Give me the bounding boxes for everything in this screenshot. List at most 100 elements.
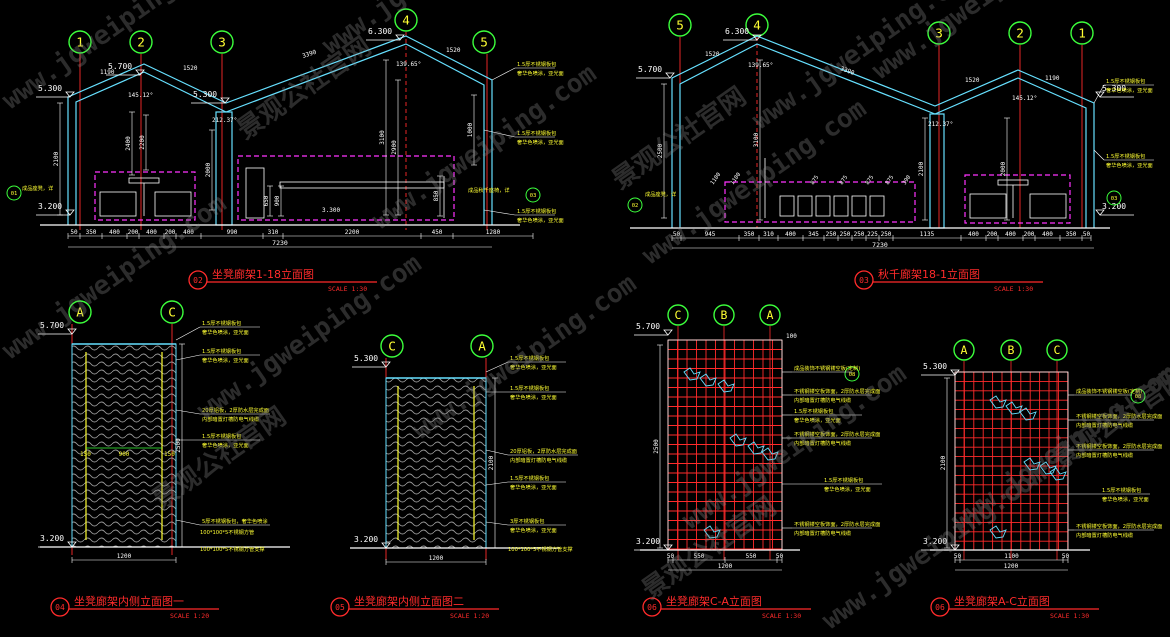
note-top-line1: 1.5厚不锈钢板包 [202, 319, 241, 327]
note-steel-line2: 奢华色喷涂，亚光面 [1102, 495, 1149, 503]
note-panel-line1: 成品装饰不锈钢镂空板(定制) [1076, 387, 1142, 395]
note-base-leader [483, 209, 516, 216]
bottom-dims-value: 50 [667, 553, 675, 560]
axis-bubble-2-circle [129, 30, 153, 54]
note-column-leader [483, 129, 516, 138]
note-aluminium-leader [485, 449, 509, 456]
note-roof-line2: 奢华色喷涂，亚光面 [517, 69, 564, 77]
note-finish-3-line1: 不锈钢镂空板饰面，2厚防水层完成面 [1076, 522, 1162, 530]
top-dim-1190: 1190 [100, 69, 115, 76]
bottom-dims-value: 345 [808, 231, 819, 238]
axis-bubble-c-circle [380, 334, 404, 358]
title-02-number-circle [188, 270, 208, 290]
elev-5300-left-value: 5.300 [38, 84, 62, 93]
title-06a-scale: SCALE 1:30 [762, 612, 801, 620]
note-cladding-line1: 1.5厚不锈钢板包 [510, 474, 549, 482]
axis-bubble-5-circle [668, 13, 692, 37]
vdim-2100-value: 2100 [488, 455, 495, 470]
angle-139: 139.65° [748, 62, 773, 69]
note-finish-3-line2: 内部暗置灯槽防电气线缆 [1076, 531, 1133, 539]
note-cladding-line2: 奢华色喷涂，亚光面 [202, 441, 249, 449]
note-tube-support: 100*100*5不锈钢方管支撑 [508, 545, 573, 553]
note-finish-2-line2: 内部暗置灯槽防电气线缆 [1076, 451, 1133, 459]
detail-bubble-02-label: 02 [632, 203, 639, 209]
swing-dim: 875 [839, 175, 850, 187]
leaf-motif [761, 447, 779, 461]
elev-3200-triangle [663, 544, 673, 551]
elev-3200-value: 3.200 [923, 537, 947, 546]
bottom-dims-value: 550 [746, 553, 757, 560]
note-finish-1-line2: 内部暗置灯槽防电气线缆 [794, 396, 851, 404]
note-roof-leader [491, 67, 516, 81]
leaf-motif [989, 525, 1007, 539]
note-aluminium-line1: 20厚铝板，2厚防水层完成面 [202, 406, 269, 414]
note-cap-line2: 奢华色喷涂，亚光面 [510, 393, 557, 401]
axis-bubble-3-circle [210, 30, 234, 54]
detail-bubble-08-label: 08 [1135, 394, 1142, 400]
vdim-2500-value: 2500 [653, 439, 660, 454]
title-05-title: 坐凳廊架内侧立面图二 [354, 594, 464, 608]
swing-zone [237, 155, 455, 221]
note-finish-2-line1: 不锈钢镂空板饰面，2厚防水层完成面 [1076, 442, 1162, 450]
note-cladding-line2: 奢华色喷涂，亚光面 [510, 483, 557, 491]
elev-3200-triangle [950, 544, 960, 551]
bottom-dims-value: 350 [744, 231, 755, 238]
vdim-1000-value: 1000 [467, 122, 474, 137]
axis-bubble-1-circle [713, 304, 735, 326]
vdim-2000-value: 2000 [1000, 161, 1007, 176]
axis-bubble-1-label: 1 [1078, 26, 1086, 41]
note-base-line1: 1.5厚不锈钢板包 [517, 207, 556, 215]
note-column-line2: 奢华色喷涂，亚光面 [517, 138, 564, 146]
total-dim-1200: 1200 [1004, 563, 1019, 570]
note-tube-support: 100*100*5不锈钢方管支撑 [200, 545, 265, 553]
bottom-dims-value: 550 [694, 553, 705, 560]
leaf-motif [717, 379, 735, 393]
axis-bubble-2-circle [1046, 339, 1068, 361]
bench-zone-right [964, 174, 1071, 224]
bottom-dims-value: 250 [881, 231, 892, 238]
axis-bubble-0-circle [667, 304, 689, 326]
swing-chair [869, 195, 885, 217]
bottom-dims-value: 310 [268, 229, 279, 236]
note-finish-3-line1: 不锈钢镂空板饰面，2厚防水层完成面 [794, 520, 880, 528]
title-04-title: 坐凳廊架内侧立面图一 [74, 594, 184, 608]
bottom-dims-value: 1280 [486, 229, 501, 236]
axis-bubble-c-label: C [168, 305, 176, 320]
title-06a-number: 06 [647, 603, 657, 612]
note-top-line1: 1.5厚不锈钢板包 [510, 354, 549, 362]
title-05-number: 05 [335, 603, 345, 612]
title-06b-title: 坐凳廊架A-C立面图 [954, 594, 1050, 608]
elev-5700-triangle [135, 69, 145, 76]
note-steel-2-line2: 奢华色喷涂，亚光面 [824, 485, 871, 493]
title-03-title: 秋千廊架18-1立面图 [878, 267, 980, 281]
leaf-motif [703, 525, 721, 539]
title-04-scale: SCALE 1:20 [170, 612, 209, 620]
stone-panel [71, 343, 177, 548]
elev-5700-value: 5.700 [40, 321, 64, 330]
swing-post [245, 167, 265, 219]
axis-bubble-a-circle [68, 300, 92, 324]
elev-5300-mid-triangle [220, 97, 230, 104]
leaf-motif [747, 441, 765, 455]
note-steel-2-line1: 1.5厚不锈钢板包 [824, 476, 863, 484]
angle-212: 212.37° [212, 117, 237, 124]
detail-bubble-01 [6, 185, 22, 201]
swing-chair [815, 195, 831, 217]
elev-6300-value: 6.300 [368, 27, 392, 36]
angle-145: 145.12° [1012, 95, 1037, 102]
top-dim-100: 100 [786, 333, 797, 340]
axis-bubble-a-label: A [76, 305, 84, 320]
note-roof-leader [1093, 84, 1105, 104]
title-03-scale: SCALE 1:30 [994, 285, 1033, 293]
width-150-left: 150 [80, 451, 91, 458]
swing-chair [779, 195, 795, 217]
bottom-dims-value: 400 [146, 229, 157, 236]
note-top-line2: 奢华色喷涂，亚光面 [202, 328, 249, 336]
angle-212: 212.37° [928, 121, 953, 128]
bottom-dims-value: 1135 [920, 231, 935, 238]
stone-panel [385, 377, 487, 549]
leaf-motif [699, 373, 717, 387]
